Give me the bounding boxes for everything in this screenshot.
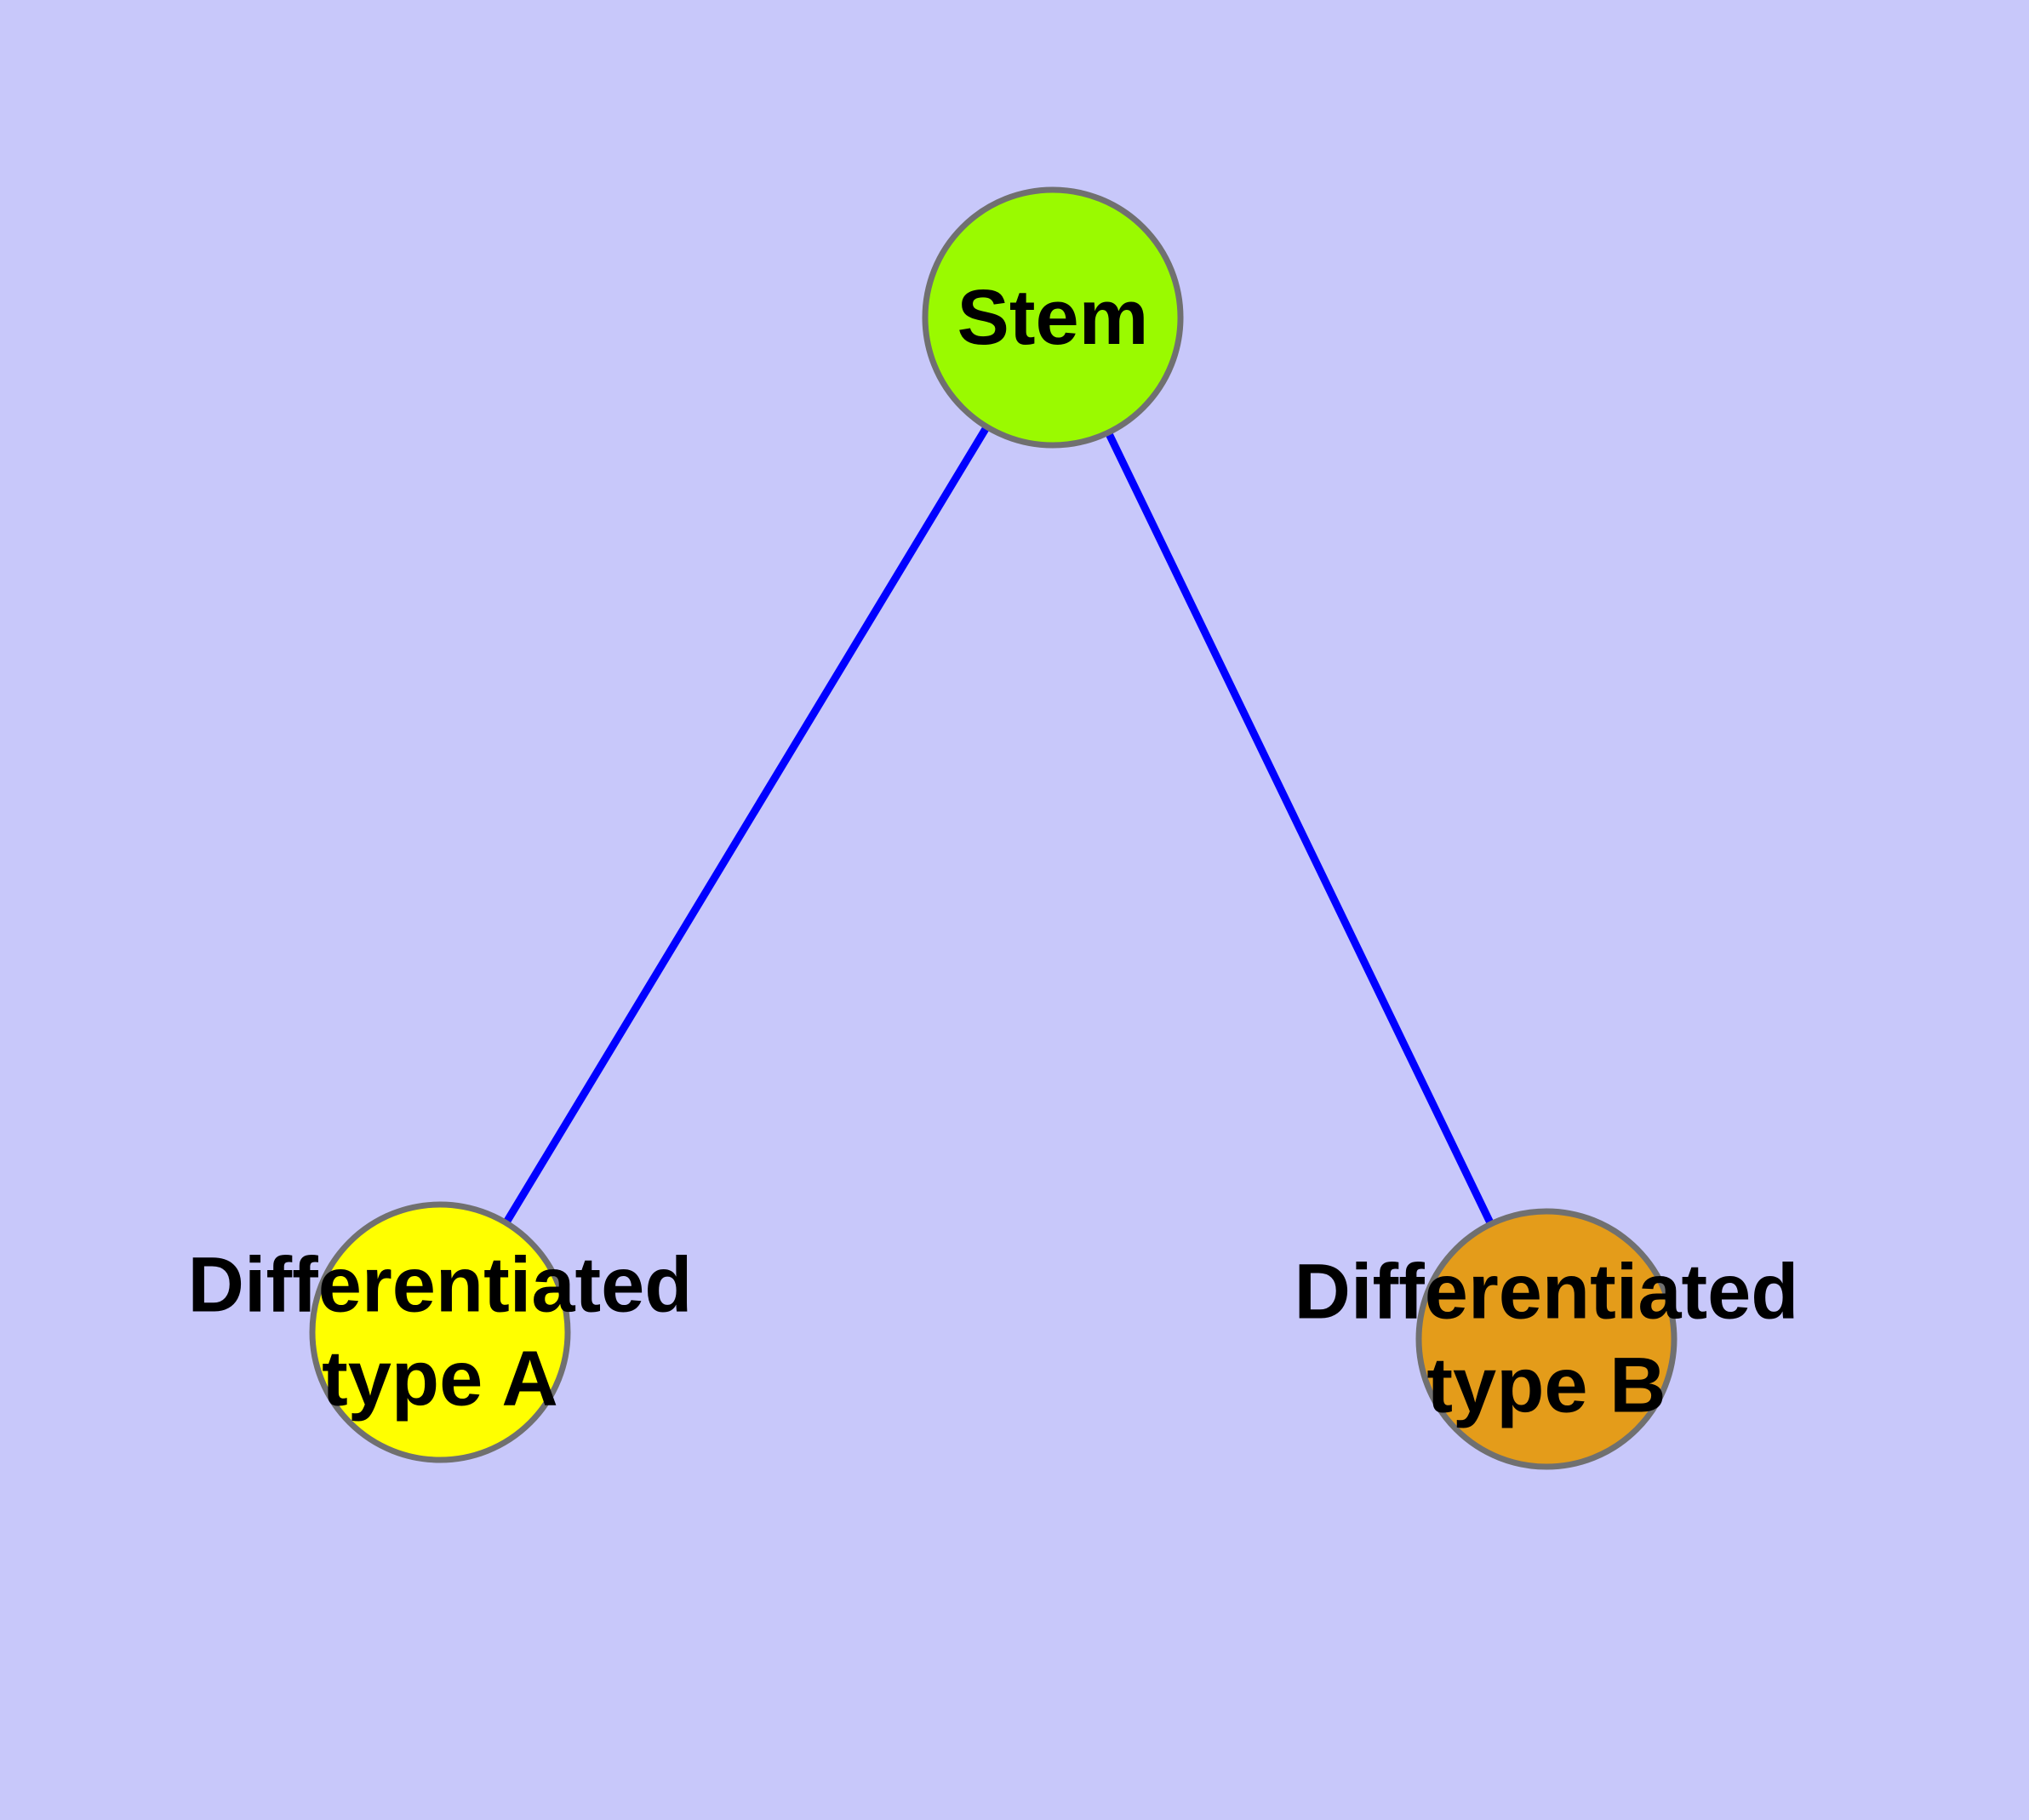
edge-stem-to-type-a: [437, 315, 1056, 1335]
node-label-stem: Stem: [957, 273, 1149, 361]
node-type-a-circle: [309, 1201, 571, 1463]
node-label-type-a: Differentiated type A: [187, 1241, 693, 1422]
edge-stem-to-type-b: [1049, 316, 1551, 1341]
node-stem-circle: [922, 186, 1184, 449]
node-type-b-circle: [1415, 1208, 1677, 1470]
node-label-type-b: Differentiated type B: [1294, 1248, 1799, 1429]
